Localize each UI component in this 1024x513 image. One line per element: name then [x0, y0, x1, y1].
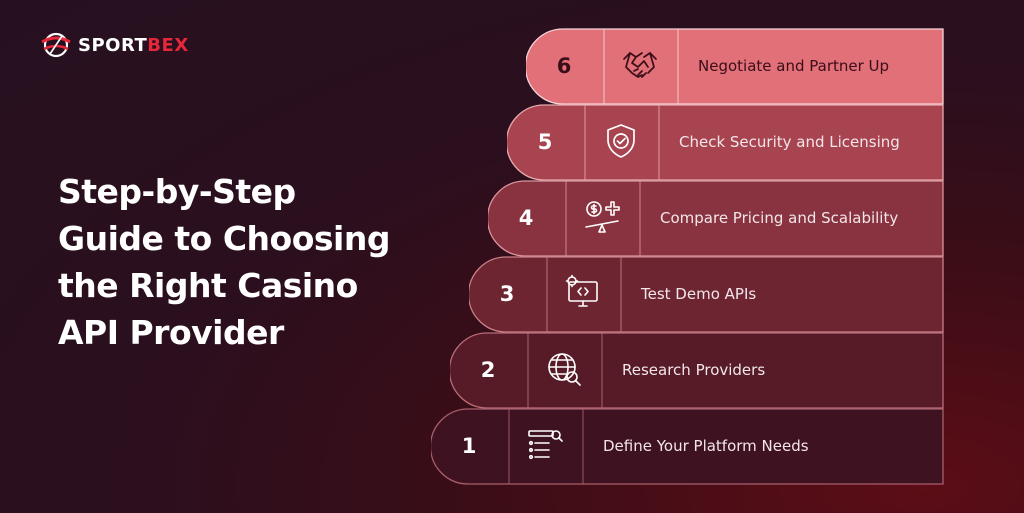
step-5: 5 Check Security and Licensing	[507, 104, 944, 181]
title-line-4: API Provider	[58, 313, 284, 352]
brand-name-part2: BEX	[147, 34, 189, 56]
step-3-number: 3	[499, 281, 515, 306]
step-6-number: 6	[556, 53, 572, 78]
step-1: 1 Define Your Platform Needs	[431, 408, 944, 485]
sportbex-logo-icon	[41, 32, 71, 58]
checklist-search-icon	[528, 430, 563, 460]
step-4: 4 Compare Pricing and Scalability	[488, 180, 944, 257]
title-line-2: Guide to Choosing	[58, 219, 390, 258]
brand-name-part1: SPORT	[78, 34, 148, 56]
title-line-1: Step-by-Step	[58, 172, 296, 211]
globe-search-icon	[548, 353, 581, 386]
title-line-3: the Right Casino	[58, 266, 358, 305]
step-4-label: Compare Pricing and Scalability	[660, 208, 899, 227]
step-4-shape	[488, 180, 944, 257]
handshake-icon	[623, 52, 657, 78]
step-1-label: Define Your Platform Needs	[603, 436, 809, 455]
brand-name: SPORTBEX	[78, 35, 189, 56]
step-3: 3 Test Demo APIs	[469, 256, 944, 333]
page-title: Step-by-Step Guide to Choosing the Right…	[58, 168, 458, 356]
step-3-label: Test Demo APIs	[641, 284, 757, 303]
step-1-number: 1	[461, 433, 477, 458]
step-6-shape	[526, 28, 944, 105]
balance-dollar-icon	[585, 201, 620, 233]
step-4-number: 4	[518, 205, 534, 230]
step-2-label: Research Providers	[622, 360, 766, 379]
step-2: 2 Research Providers	[450, 332, 944, 409]
step-1-shape	[431, 408, 944, 485]
step-5-number: 5	[537, 129, 553, 154]
monitor-code-icon	[565, 274, 598, 307]
step-6-label: Negotiate and Partner Up	[698, 56, 890, 75]
step-3-shape	[469, 256, 944, 333]
step-6: 6 Negotiate and Partner Up	[526, 28, 944, 105]
brand-logo: SPORTBEX	[40, 30, 189, 60]
step-5-label: Check Security and Licensing	[679, 132, 900, 151]
step-2-shape	[450, 332, 944, 409]
shield-check-icon	[607, 124, 635, 158]
step-5-shape	[507, 104, 944, 181]
step-2-number: 2	[480, 357, 496, 382]
